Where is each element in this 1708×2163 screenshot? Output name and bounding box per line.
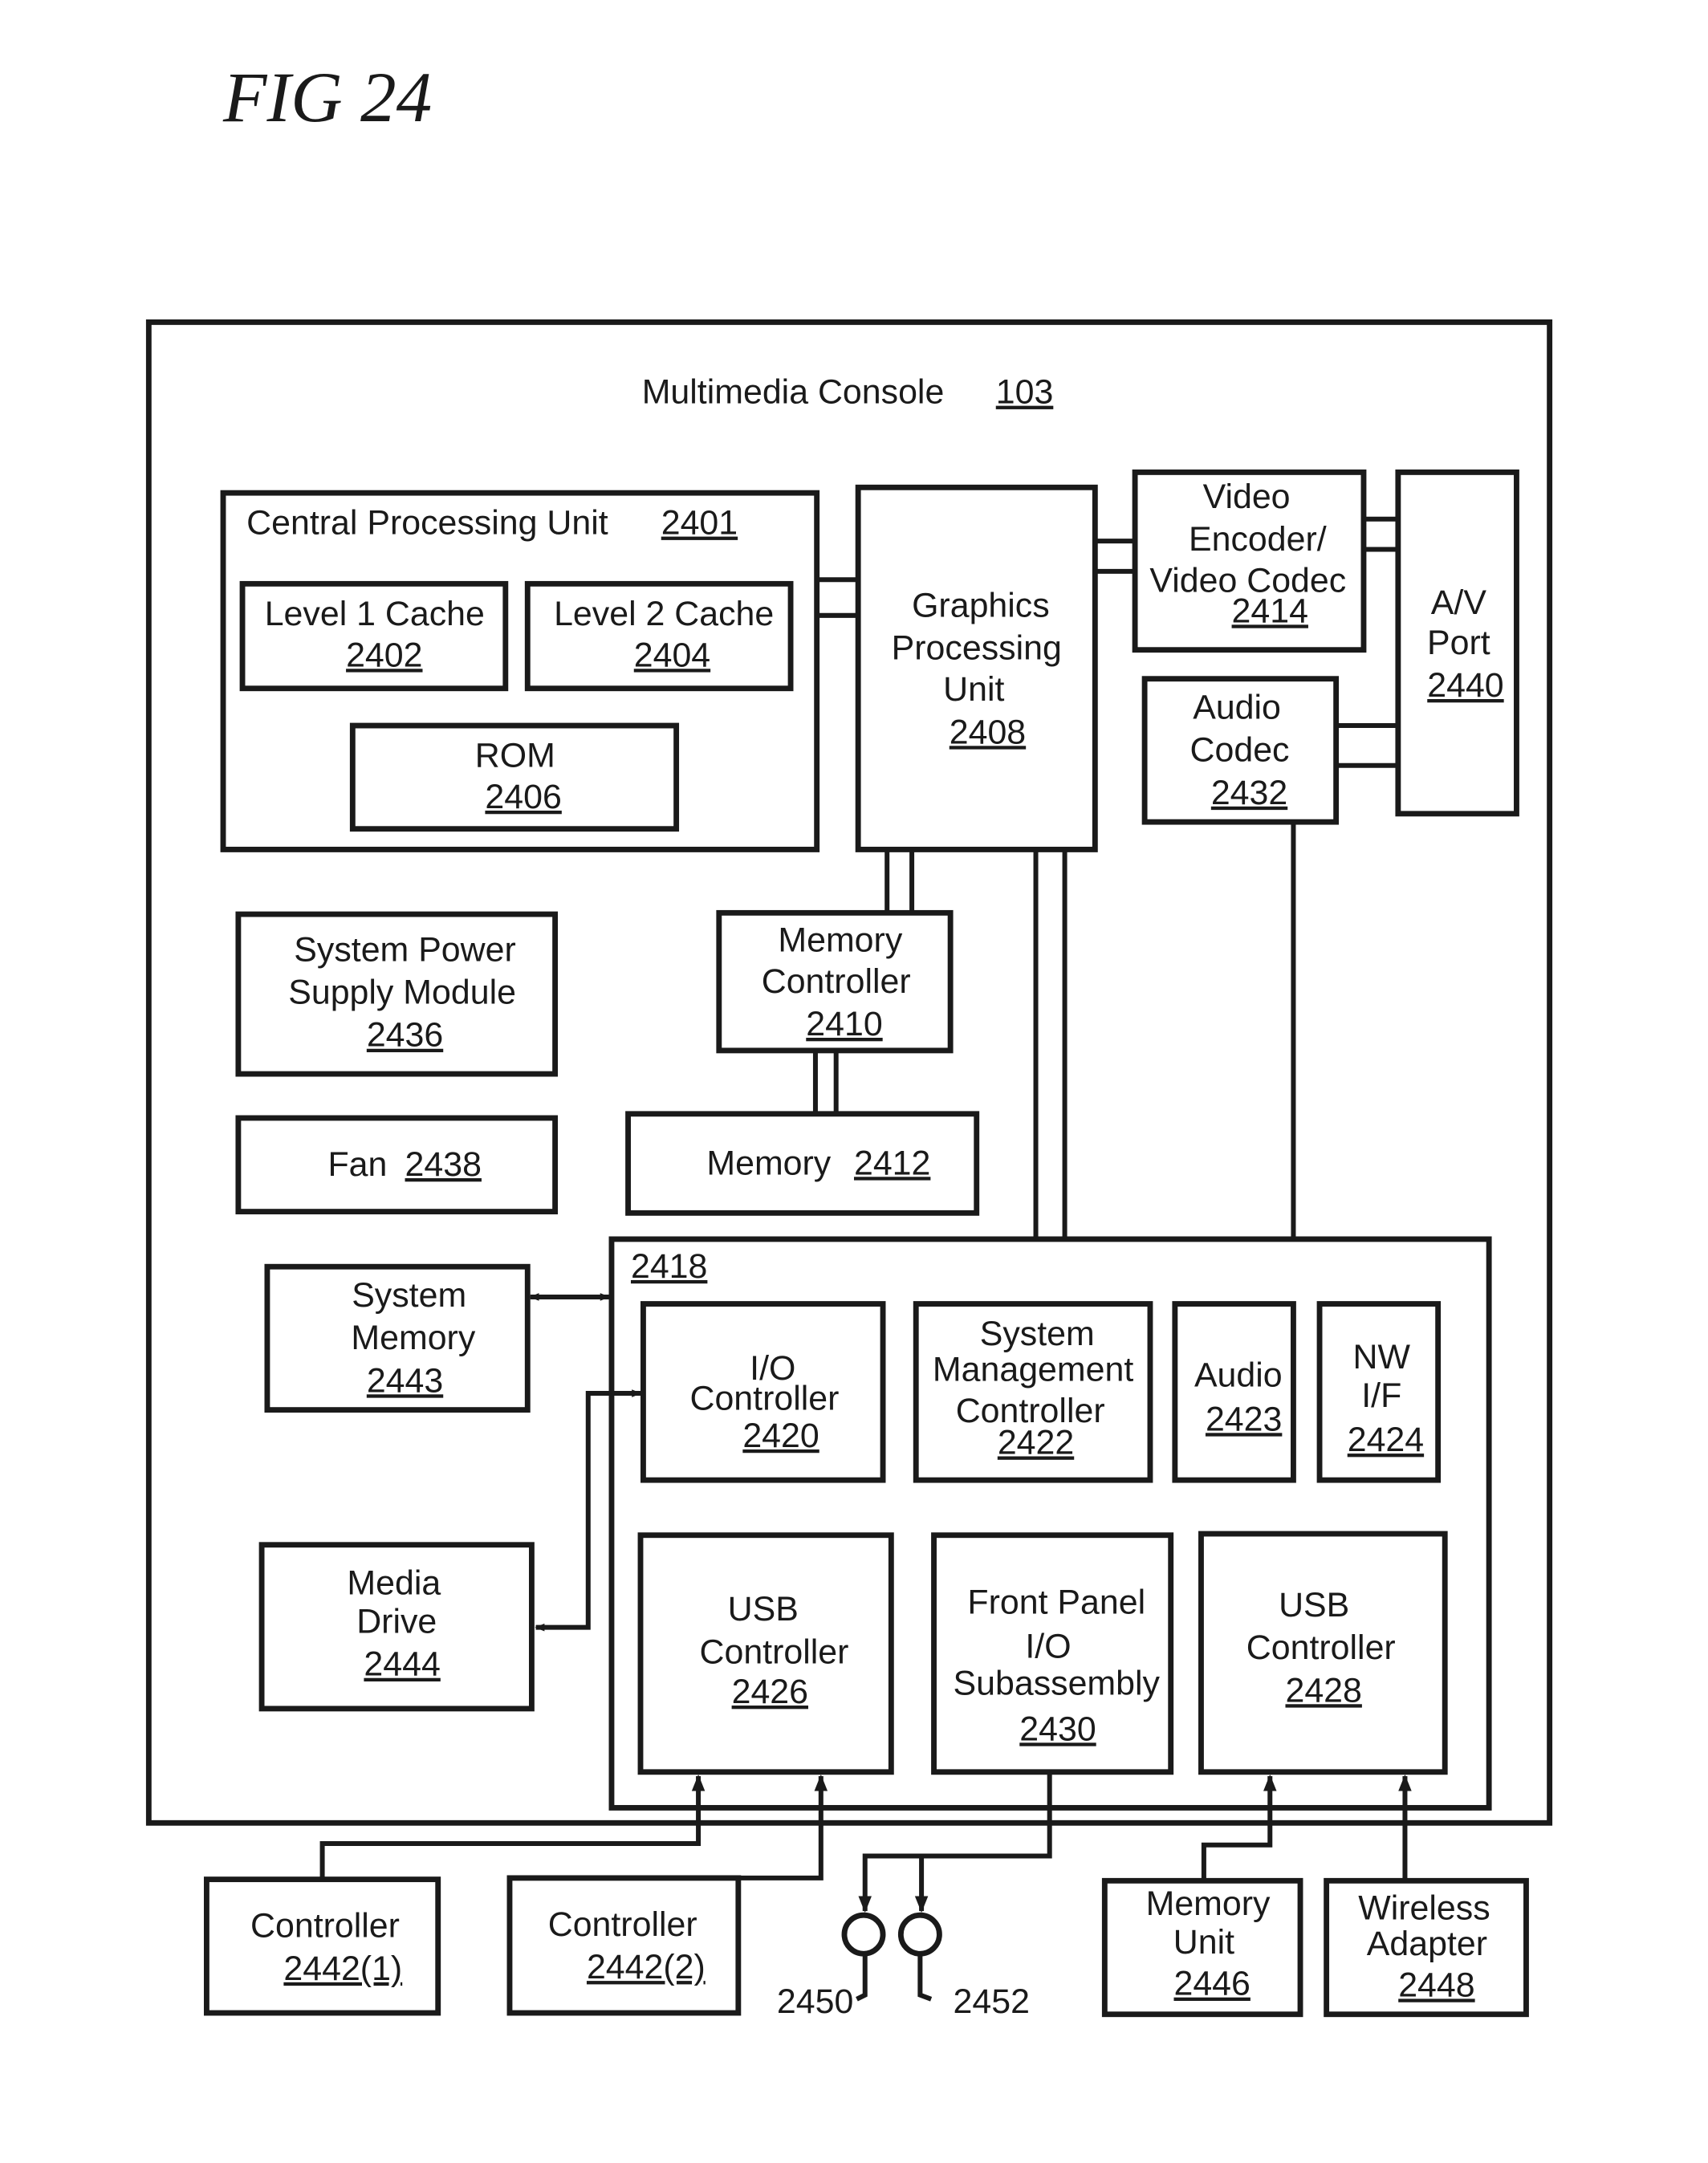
audio-codec-ref: 2432 xyxy=(1211,774,1287,812)
memory-controller-ref: 2410 xyxy=(806,1005,882,1043)
sys-mgmt-line-1: System xyxy=(980,1315,1095,1353)
io-block-ref: 2418 xyxy=(631,1247,707,1286)
controller-1-box xyxy=(206,1880,437,2013)
l1-cache-label: Level 1 Cache xyxy=(265,595,485,633)
io-controller-ref: 2420 xyxy=(742,1417,819,1455)
wireless-adapter-line-1: Wireless xyxy=(1358,1889,1490,1927)
system-memory-line-1: System xyxy=(352,1276,466,1315)
rom-ref: 2406 xyxy=(485,778,561,816)
button-1-ref: 2450 xyxy=(777,1982,853,2021)
console-label: Multimedia Console xyxy=(642,373,945,412)
button-2450-icon xyxy=(844,1915,883,1954)
gpu-line-1: Graphics xyxy=(912,587,1050,625)
controller-2-usb-arrow xyxy=(738,1776,821,1878)
front-panel-button-1-arrow xyxy=(865,1772,1050,1911)
l2-cache-ref: 2404 xyxy=(634,636,710,674)
av-port-line-2: Port xyxy=(1427,624,1490,662)
usb-controller-2426-line-1: USB xyxy=(728,1590,799,1628)
button-1-leader xyxy=(856,1954,864,1999)
av-port-ref: 2440 xyxy=(1427,666,1503,705)
nw-if-line-2: I/F xyxy=(1361,1376,1401,1415)
button-2452-icon xyxy=(901,1915,939,1954)
nw-if-ref: 2424 xyxy=(1348,1421,1424,1459)
video-encoder-line-1: Video xyxy=(1203,478,1291,516)
media-drive-ref: 2444 xyxy=(364,1645,440,1684)
controller-2-ref: 2442(2) xyxy=(587,1948,706,1986)
video-encoder-line-2: Encoder/ xyxy=(1189,520,1327,559)
fan-label: Fan xyxy=(327,1145,387,1184)
figure-title: FIG 24 xyxy=(222,58,432,137)
memory-unit-line-1: Memory xyxy=(1146,1884,1271,1923)
usb-controller-2428-line-2: Controller xyxy=(1246,1628,1396,1667)
wireless-adapter-line-2: Adapter xyxy=(1367,1925,1487,1963)
sys-mgmt-ref: 2422 xyxy=(998,1424,1074,1462)
fan-ref: 2438 xyxy=(405,1145,482,1184)
nw-if-line-1: NW xyxy=(1353,1338,1411,1376)
usb-controller-2426-line-2: Controller xyxy=(700,1632,849,1671)
memory-controller-line-1: Memory xyxy=(778,921,902,959)
front-panel-line-3: Subassembly xyxy=(954,1665,1161,1703)
gpu-line-3: Unit xyxy=(943,670,1004,709)
memory-unit-usb-arrow xyxy=(1204,1776,1270,1880)
media-drive-line-1: Media xyxy=(347,1564,441,1603)
audio-ref: 2423 xyxy=(1206,1400,1282,1438)
cpu-ref: 2401 xyxy=(661,504,738,543)
audio-codec-line-2: Codec xyxy=(1190,731,1290,770)
usb-controller-2428-ref: 2428 xyxy=(1285,1671,1361,1710)
power-supply-line-2: Supply Module xyxy=(288,974,516,1012)
controller-1-ref: 2442(1) xyxy=(283,1950,402,1988)
front-panel-ref: 2430 xyxy=(1019,1710,1096,1748)
console-ref: 103 xyxy=(996,373,1054,412)
l1-cache-ref: 2402 xyxy=(346,636,422,674)
rom-label: ROM xyxy=(475,737,555,775)
controller-2-label: Controller xyxy=(548,1905,697,1944)
system-memory-line-2: Memory xyxy=(351,1319,475,1357)
gpu-line-2: Processing xyxy=(892,629,1062,668)
gpu-box xyxy=(858,487,1095,849)
sys-mgmt-line-2: Management xyxy=(933,1351,1133,1389)
av-port-line-1: A/V xyxy=(1431,583,1487,622)
front-panel-line-2: I/O xyxy=(1025,1627,1071,1665)
usb-controller-2426-ref: 2426 xyxy=(732,1673,808,1711)
media-drive-line-2: Drive xyxy=(356,1603,437,1641)
video-encoder-ref: 2414 xyxy=(1232,592,1308,630)
media-drive-io-arrow xyxy=(536,1393,640,1628)
power-supply-line-1: System Power xyxy=(294,930,515,969)
button-2-leader xyxy=(920,1954,931,1999)
button-2-ref: 2452 xyxy=(954,1982,1030,2021)
l2-cache-label: Level 2 Cache xyxy=(554,595,774,633)
audio-codec-line-1: Audio xyxy=(1193,688,1281,726)
audio-label: Audio xyxy=(1194,1356,1283,1394)
front-panel-line-1: Front Panel xyxy=(967,1584,1145,1622)
memory-unit-ref: 2446 xyxy=(1173,1965,1250,2003)
controller-1-usb-arrow xyxy=(323,1776,699,1880)
cpu-label: Central Processing Unit xyxy=(246,504,608,543)
controller-2-box xyxy=(510,1878,738,2013)
memory-ref: 2412 xyxy=(854,1144,930,1182)
memory-label: Memory xyxy=(706,1144,831,1182)
fan-box xyxy=(238,1118,555,1212)
usb-controller-2428-line-1: USB xyxy=(1279,1586,1349,1624)
power-supply-ref: 2436 xyxy=(367,1016,443,1055)
system-memory-ref: 2443 xyxy=(367,1361,443,1400)
controller-1-label: Controller xyxy=(250,1907,400,1945)
wireless-adapter-ref: 2448 xyxy=(1398,1966,1474,2004)
memory-unit-line-2: Unit xyxy=(1173,1923,1234,1962)
gpu-ref: 2408 xyxy=(950,713,1026,751)
io-controller-line-2: Controller xyxy=(689,1380,839,1418)
memory-controller-line-2: Controller xyxy=(762,962,911,1001)
